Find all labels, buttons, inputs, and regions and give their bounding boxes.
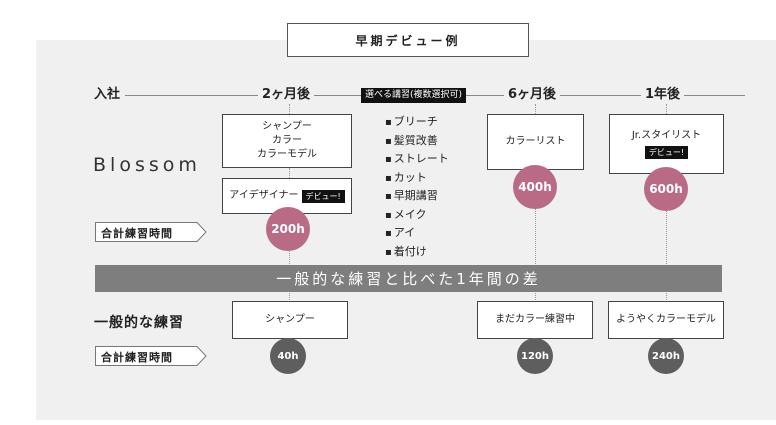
course-list: ブリーチ 髪質改善 ストレート カット 早期講習 メイク アイ 着付け	[385, 113, 449, 261]
course-item: アイ	[385, 224, 449, 243]
course-item: ストレート	[385, 150, 449, 169]
course-item: ブリーチ	[385, 113, 449, 132]
course-item: 着付け	[385, 243, 449, 262]
blossom-hours-1year: 600h	[644, 167, 688, 211]
blossom-hours-6months: 400h	[513, 165, 557, 209]
blossom-6months-box: カラーリスト	[487, 114, 584, 170]
total-hours-tag: 合計練習時間	[95, 222, 207, 242]
general-hours-1year: 240h	[648, 338, 684, 374]
total-hours-tag: 合計練習時間	[95, 346, 207, 366]
blossom-label: Blossom	[93, 154, 201, 176]
box-line: カラー	[272, 135, 302, 146]
tag-shape	[95, 222, 207, 242]
course-header: 選べる講習(複数選択可)	[361, 88, 467, 103]
course-item: カット	[385, 169, 449, 188]
box-line: シャンプー	[265, 314, 315, 325]
debut-badge: デビュー!	[644, 146, 689, 159]
blossom-1year-box: Jr.スタイリスト デビュー!	[609, 114, 724, 174]
total-hours-label: 合計練習時間	[101, 351, 173, 364]
tag-shape	[95, 346, 207, 366]
general-hours-2months: 40h	[270, 338, 306, 374]
page-title: 早期デビュー例	[287, 23, 529, 57]
blossom-hours-2months: 200h	[266, 207, 310, 251]
milestone-2months: 2ヶ月後	[258, 87, 315, 103]
general-hours-6months: 120h	[517, 338, 553, 374]
general-label: 一般的な練習	[94, 315, 184, 331]
general-6months-box: まだカラー練習中	[477, 301, 593, 339]
box-line: Jr.スタイリスト	[631, 130, 702, 141]
box-line: カラーリスト	[505, 136, 566, 147]
milestone-6months: 6ヶ月後	[504, 87, 561, 103]
guide-line	[289, 104, 290, 114]
milestone-start: 入社	[90, 87, 125, 103]
guide-line	[289, 168, 290, 178]
general-2months-box: シャンプー	[232, 301, 348, 339]
course-item: メイク	[385, 206, 449, 225]
guide-line	[666, 104, 667, 114]
box-line: まだカラー練習中	[495, 314, 575, 325]
box-line: ようやくカラーモデル	[616, 314, 716, 325]
guide-line	[535, 104, 536, 114]
blossom-2months-box: シャンプー カラー カラーモデル	[222, 114, 352, 168]
comparison-banner: 一般的な練習と比べた1年間の差	[95, 265, 722, 292]
milestone-1year: 1年後	[641, 87, 685, 103]
course-item: 早期講習	[385, 187, 449, 206]
total-hours-label: 合計練習時間	[101, 227, 173, 240]
course-item: 髪質改善	[385, 132, 449, 151]
box-line: シャンプー	[262, 121, 312, 132]
box-line: アイデザイナー	[229, 190, 299, 201]
box-line: カラーモデル	[257, 149, 317, 160]
general-1year-box: ようやくカラーモデル	[608, 301, 724, 339]
debut-badge: デビュー!	[301, 189, 345, 203]
